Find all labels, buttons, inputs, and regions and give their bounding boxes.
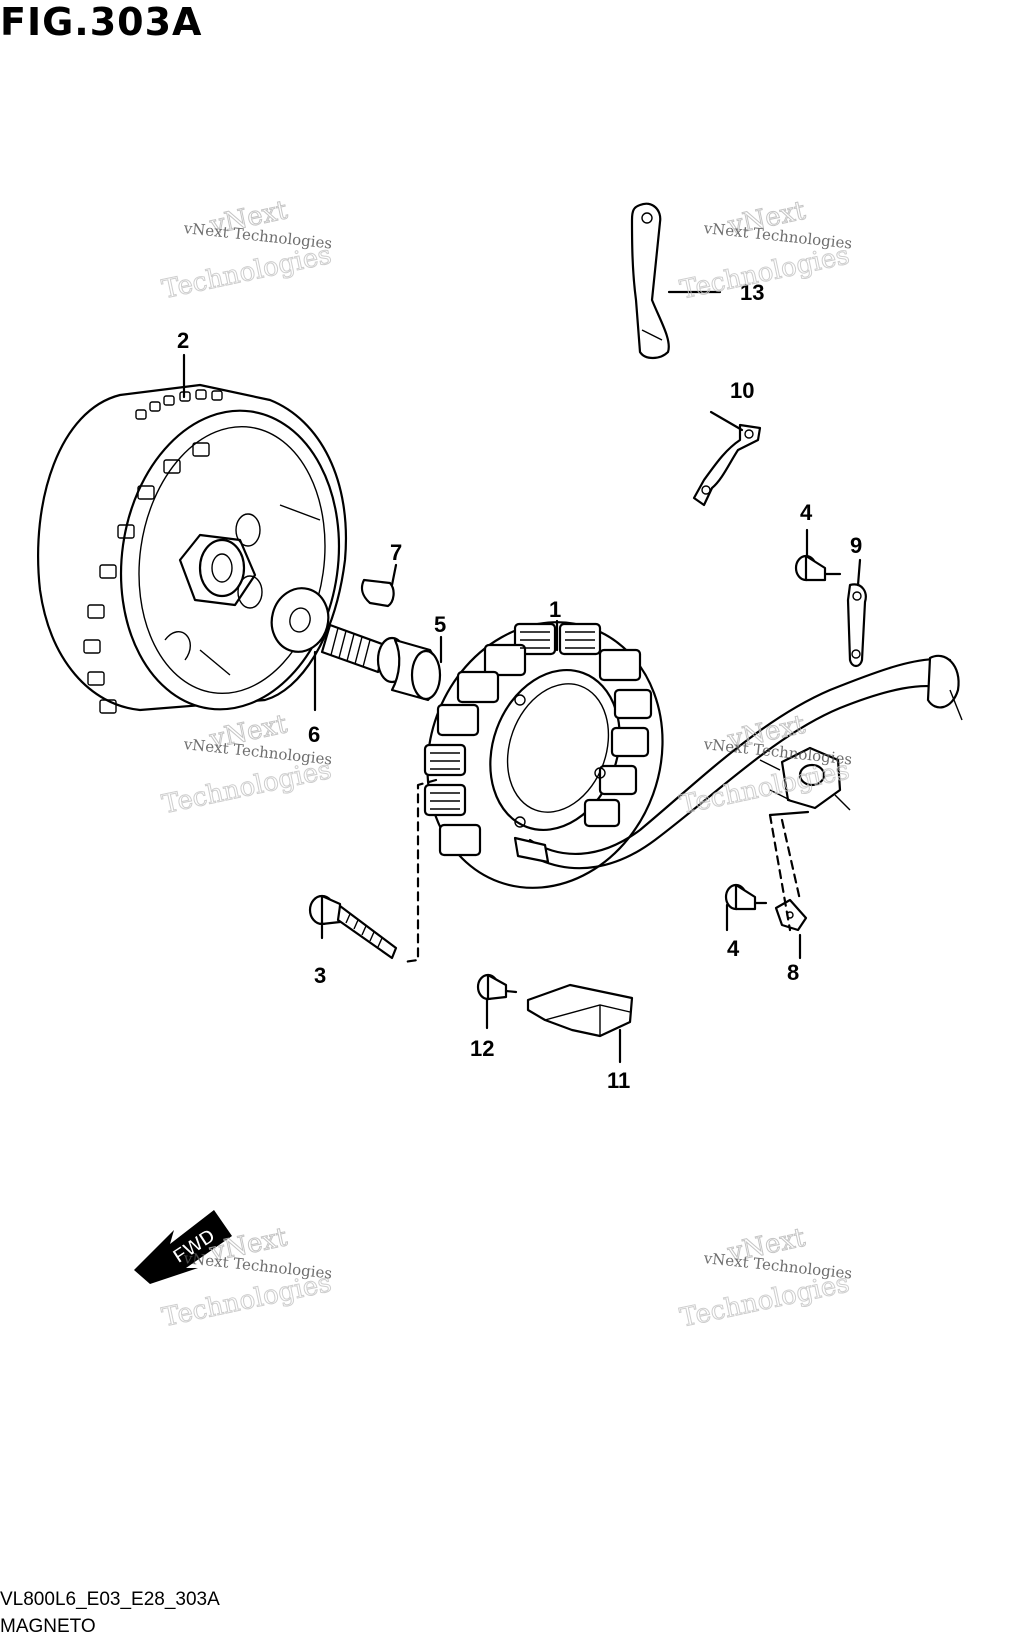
watermark-bottom-right: vNext Technologies vNext Technologies — [677, 1222, 853, 1334]
key-part-7[interactable] — [360, 578, 395, 608]
screw-part-4-lower[interactable] — [724, 883, 768, 911]
callout-7: 7 — [390, 540, 402, 565]
rotor-part-2[interactable] — [37, 383, 358, 724]
callout-6: 6 — [308, 722, 320, 747]
callout-2: 2 — [177, 328, 189, 353]
watermark-top-left: vNext Technologies vNext Technologies — [159, 195, 335, 306]
watermark-middle-right: vNext Technologies vNext Technologies — [677, 709, 853, 821]
callout-4-lower: 4 — [727, 936, 740, 961]
callout-13: 13 — [740, 280, 764, 305]
callout-9: 9 — [850, 533, 862, 558]
svg-text:Technologies: Technologies — [678, 241, 853, 306]
figure-code: VL800L6_E03_E28_303A — [0, 1589, 220, 1610]
leader-lines — [182, 290, 862, 1064]
callout-12: 12 — [470, 1036, 494, 1061]
figure-name: MAGNETO — [0, 1616, 96, 1637]
screw-part-12[interactable] — [476, 973, 518, 1001]
callout-1: 1 — [549, 597, 561, 622]
callout-11: 11 — [607, 1068, 630, 1093]
clamp-part-10[interactable] — [692, 423, 762, 507]
stator-part-1[interactable] — [391, 589, 963, 921]
clip-part-8[interactable] — [774, 898, 808, 932]
callout-5: 5 — [434, 612, 446, 637]
screw-part-4-upper[interactable] — [794, 554, 842, 582]
callouts: 1 2 3 4 4 5 6 7 8 9 10 11 12 13 — [177, 280, 862, 1093]
callout-8: 8 — [787, 960, 799, 985]
callout-4-upper: 4 — [800, 500, 813, 525]
watermark-top-right: vNext Technologies vNext Technologies — [677, 195, 853, 306]
callout-10: 10 — [730, 378, 754, 403]
clamp-part-13[interactable] — [630, 202, 670, 360]
plate-part-9[interactable] — [846, 583, 867, 668]
figure-title: FIG.303A — [0, 0, 203, 44]
bolt-part-5[interactable] — [320, 623, 442, 702]
callout-3: 3 — [314, 963, 326, 988]
plate-part-11[interactable] — [526, 983, 634, 1038]
washer-part-6[interactable] — [265, 582, 336, 658]
